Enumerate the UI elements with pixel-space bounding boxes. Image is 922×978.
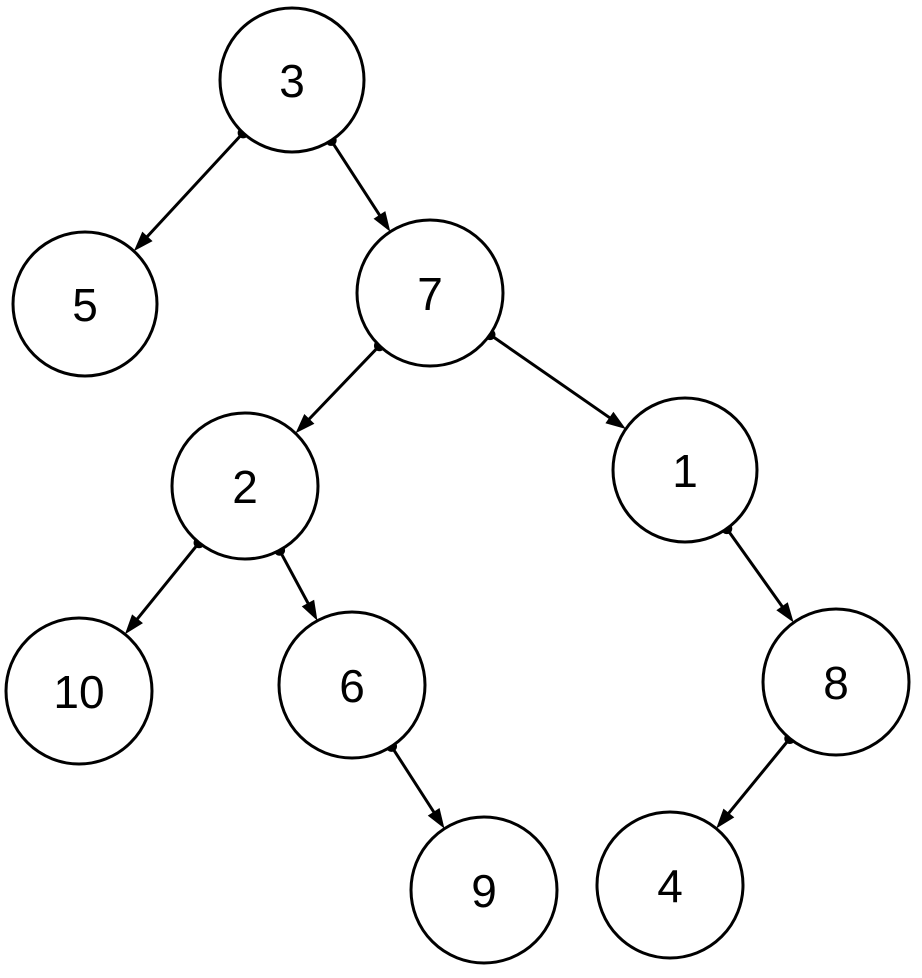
tree-node[interactable]: 7 <box>355 218 505 368</box>
node-label: 8 <box>823 657 849 709</box>
edge-line <box>489 333 618 424</box>
tree-node[interactable]: 6 <box>277 610 427 760</box>
tree-node[interactable]: 4 <box>595 810 745 960</box>
tree-node[interactable]: 5 <box>11 230 159 378</box>
node-label: 3 <box>279 55 305 107</box>
tree-edge <box>133 127 249 252</box>
edge-arrowhead-icon <box>133 231 153 252</box>
node-circle[interactable] <box>170 411 320 561</box>
edge-arrowhead-icon <box>716 808 735 829</box>
node-label: 7 <box>417 268 443 320</box>
edge-arrowhead-icon <box>295 414 315 434</box>
node-label: 10 <box>53 666 104 718</box>
tree-edge <box>386 740 445 829</box>
edge-line <box>725 527 789 615</box>
node-circle[interactable] <box>4 616 154 766</box>
tree-edge <box>295 340 385 434</box>
node-circle[interactable] <box>218 6 366 154</box>
edge-line <box>140 131 245 245</box>
tree-edge <box>274 544 318 621</box>
tree-node[interactable]: 1 <box>611 396 759 544</box>
tree-node[interactable]: 3 <box>218 6 366 154</box>
edge-line <box>278 549 314 612</box>
edge-arrowhead-icon <box>776 602 794 623</box>
node-label: 9 <box>471 865 497 917</box>
node-label: 5 <box>72 279 98 331</box>
nodes-layer: 3 5 7 2 1 10 6 8 9 4 <box>4 6 911 965</box>
node-circle[interactable] <box>355 218 505 368</box>
tree-edge <box>124 537 205 635</box>
edge-arrowhead-icon <box>124 614 143 635</box>
edge-arrowhead-icon <box>373 211 391 232</box>
node-circle[interactable] <box>277 610 427 760</box>
edge-line <box>329 139 386 224</box>
node-circle[interactable] <box>595 810 745 960</box>
node-circle[interactable] <box>11 230 159 378</box>
edge-line <box>390 745 440 821</box>
tree-node[interactable]: 8 <box>761 607 911 757</box>
node-circle[interactable] <box>409 815 559 965</box>
node-circle[interactable] <box>611 396 759 544</box>
node-label: 4 <box>657 860 683 912</box>
tree-edge <box>325 134 391 232</box>
edge-line <box>722 737 791 821</box>
tree-node[interactable]: 9 <box>409 815 559 965</box>
node-label: 1 <box>672 445 698 497</box>
edge-line <box>130 541 201 627</box>
tree-edge <box>716 733 796 829</box>
edge-arrowhead-icon <box>301 599 318 621</box>
tree-edge <box>721 523 794 623</box>
node-label: 6 <box>339 660 365 712</box>
edge-line <box>302 344 381 427</box>
node-label: 2 <box>232 461 258 513</box>
tree-node[interactable]: 2 <box>170 411 320 561</box>
tree-node[interactable]: 10 <box>4 616 154 766</box>
tree-edge <box>484 329 626 429</box>
edge-arrowhead-icon <box>605 411 626 429</box>
node-circle[interactable] <box>761 607 911 757</box>
edge-arrowhead-icon <box>427 808 445 829</box>
